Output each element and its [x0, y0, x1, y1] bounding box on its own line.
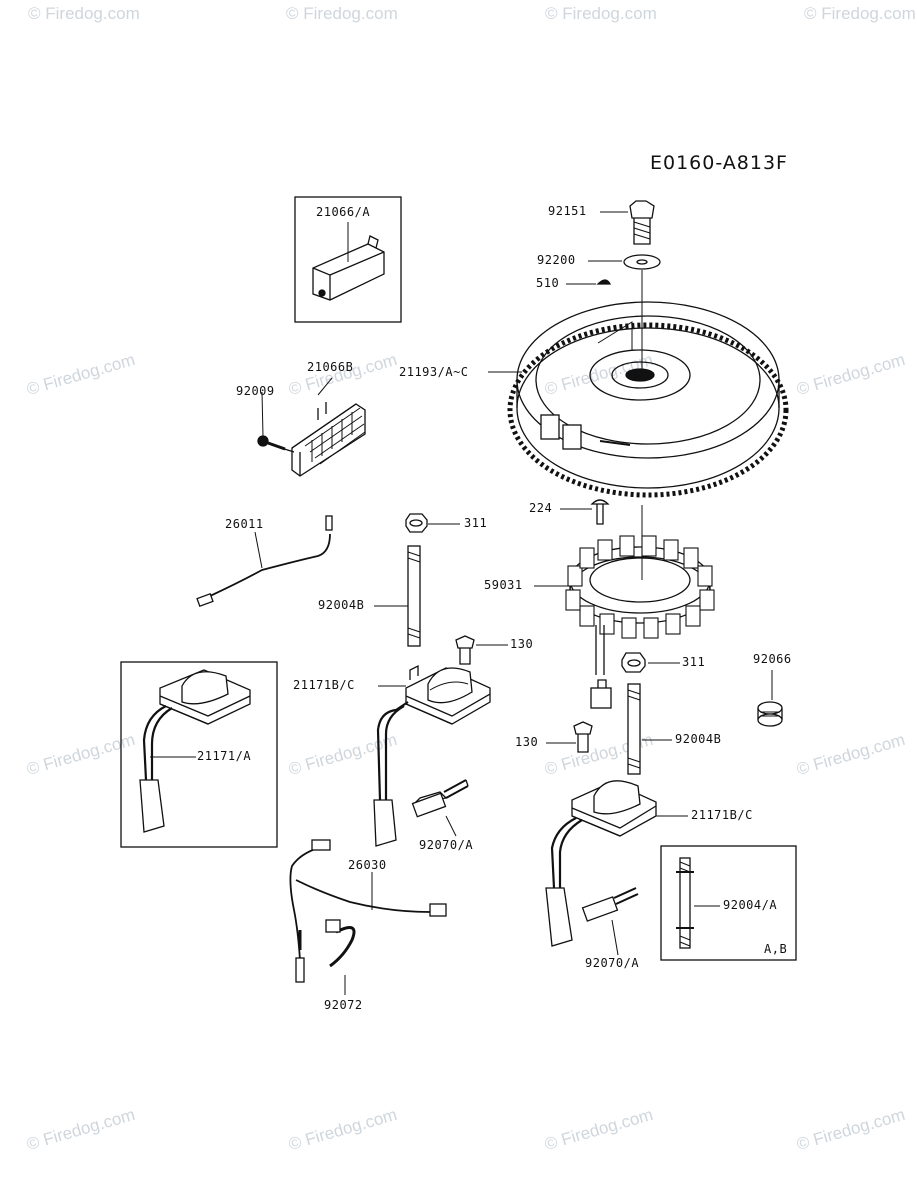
part-label: 26030	[348, 858, 387, 872]
part-label: 21066B	[307, 360, 354, 374]
part-label: 92151	[548, 204, 587, 218]
bolt-130-upper	[455, 635, 475, 665]
part-label: 26011	[225, 517, 264, 531]
grommet-92066	[757, 701, 783, 727]
nut-311-lower	[621, 652, 646, 673]
washer-92200	[623, 254, 661, 270]
part-label: 21171/A	[197, 749, 252, 763]
key-510	[596, 279, 612, 285]
part-label: 510	[536, 276, 560, 290]
part-label: 92004B	[318, 598, 365, 612]
lead-26011	[196, 515, 333, 607]
part-label: 92072	[324, 998, 363, 1012]
part-label: 130	[510, 637, 534, 651]
part-label: 130	[515, 735, 539, 749]
part-label: 21066/A	[316, 205, 371, 219]
part-label: 59031	[484, 578, 523, 592]
screw-224	[590, 499, 610, 525]
watermark: © Firedog.com	[545, 4, 657, 23]
part-label: 224	[529, 501, 553, 515]
part-label: 311	[464, 516, 488, 530]
part-label: A,B	[764, 942, 788, 956]
part-label: 92070/A	[419, 838, 474, 852]
part-label: 311	[682, 655, 706, 669]
regulator-rectifier	[277, 402, 366, 477]
ignition-coil-bc-upper	[373, 664, 491, 847]
part-label: 92009	[236, 384, 275, 398]
nut-311-upper	[405, 513, 428, 533]
screw-92009	[257, 435, 286, 451]
bolt-92151	[629, 200, 655, 245]
ignition-coil-a-box	[120, 661, 278, 848]
stator	[565, 535, 715, 709]
watermark: © Firedog.com	[804, 4, 916, 23]
stud-92004b-lower	[627, 683, 641, 775]
part-label: 21193/A~C	[399, 365, 469, 379]
regulator-box	[294, 196, 402, 323]
part-label: 21171B/C	[691, 808, 753, 822]
bolt-130-lower	[573, 721, 593, 753]
spark-plug-upper	[411, 779, 469, 818]
watermark: © Firedog.com	[28, 4, 140, 23]
ignition-coil-bc-lower	[545, 780, 657, 947]
stud-92004a	[676, 857, 694, 949]
diagram-code: E0160-A813F	[650, 152, 788, 174]
part-label: 21171B/C	[293, 678, 355, 692]
part-label: 92070/A	[585, 956, 640, 970]
watermark: © Firedog.com	[286, 4, 398, 23]
part-label: 92004/A	[723, 898, 778, 912]
part-label: 92004B	[675, 732, 722, 746]
spark-plug-lower	[581, 887, 639, 922]
regulator-bracket	[312, 226, 385, 301]
part-label: 92066	[753, 652, 792, 666]
leader-lines	[150, 211, 773, 995]
flywheel	[507, 301, 789, 498]
part-label: 92200	[537, 253, 576, 267]
ignition-coil-a	[139, 669, 251, 833]
stud-92004b-upper	[407, 545, 421, 647]
wire-92072	[325, 919, 356, 968]
harness-26030	[289, 839, 447, 983]
stud-a-box	[660, 845, 797, 961]
